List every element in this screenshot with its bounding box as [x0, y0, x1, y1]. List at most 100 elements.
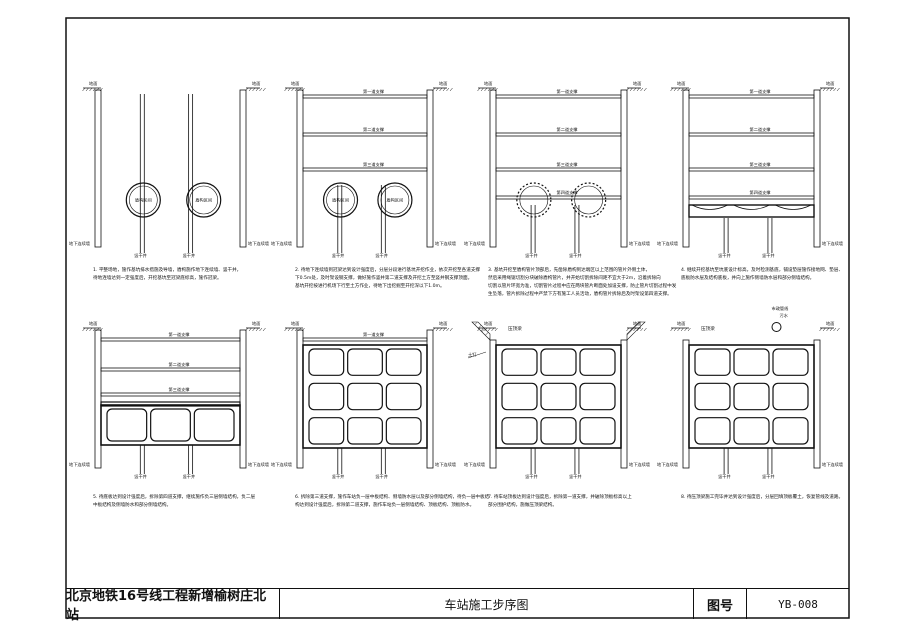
ground-hatch [833, 87, 837, 92]
step-2-line: 2. 待地下连续墙到冠梁达到设计强度后，分层分段进行基坑开挖作业，依次开挖至各道… [295, 266, 480, 273]
ground-hatch [633, 87, 637, 92]
ground-hatch [677, 327, 681, 332]
drawing-number: YB-008 [778, 597, 818, 611]
shield-tunnel [186, 182, 222, 218]
ground-hatch [494, 327, 498, 332]
diaphragm-wall-right [426, 89, 434, 248]
wall-label-right: 地下连续墙 [629, 461, 650, 468]
shaft-label: 竖干井 [183, 252, 196, 259]
shaft-label: 竖干井 [525, 473, 538, 480]
shaft-label: 竖干井 [718, 252, 731, 259]
ground-hatch [255, 87, 259, 92]
ground-label: 地面 [484, 80, 492, 87]
structure-cell [106, 408, 148, 442]
shield-tunnel [516, 182, 552, 218]
ground-hatch [491, 327, 495, 332]
ground-label: 地面 [439, 80, 447, 87]
structure-cell [347, 382, 383, 411]
strut-2 [100, 367, 241, 372]
structure-cell [694, 417, 731, 445]
municipal-pipe [771, 322, 782, 332]
step-5-line: 中板结构及侧墙防水和部分侧墙结构。 [93, 501, 171, 508]
ground-label: 地面 [291, 80, 299, 87]
wall-label-right: 地下连续墙 [435, 240, 456, 247]
diaphragm-wall-left [94, 89, 102, 248]
crown-beam-label: 压顶梁 [701, 325, 715, 332]
soil-slope-left [471, 321, 491, 341]
wall-label-left: 地下连续墙 [271, 461, 292, 468]
step-5-diagram: 地面地面地下连续墙地下连续墙第一道支撑第二道支撑第三道支撑竖干井竖干井5. 待底… [69, 320, 269, 508]
step-5-line: 5. 待底板达到设计强度后，拆除第四道支撑，继续施作负三层侧墙结构，负二层 [93, 493, 255, 500]
wall-label-left: 地下连续墙 [657, 240, 678, 247]
diaphragm-wall-right [239, 329, 247, 469]
strut-4 [688, 195, 815, 200]
diaphragm-wall-left [94, 329, 102, 469]
structure-cell [347, 417, 383, 445]
shaft-label: 竖干井 [332, 252, 345, 259]
ground-hatch [626, 327, 630, 332]
ground-label: 地面 [89, 320, 97, 327]
strut-1 [688, 94, 815, 99]
structure-cell [193, 408, 235, 442]
ground-label: 地面 [89, 80, 97, 87]
shaft-label: 竖干井 [718, 473, 731, 480]
structure-cell [385, 417, 422, 445]
diaphragm-wall-right [620, 339, 628, 469]
strut-label-2: 第二道支撑 [557, 126, 579, 133]
ground-hatch [449, 87, 453, 92]
shaft-label: 竖干井 [569, 473, 582, 480]
ground-hatch [291, 87, 295, 92]
tunnel-label: 盾构区间 [135, 197, 152, 204]
ground-hatch [629, 87, 633, 92]
tunnel-label: 盾构区间 [387, 197, 404, 204]
ground-label: 地面 [252, 320, 260, 327]
structure-cell [694, 348, 731, 376]
structure-cell [733, 417, 770, 445]
ground-hatch [636, 327, 640, 332]
ground-hatch [92, 87, 96, 92]
step-3-line: 生坠落，管片拆除过程中严禁下方有施工人员活动，盾构管片拆除后及时架设第四道支撑。 [488, 290, 672, 297]
wall-label-right: 地下连续墙 [248, 461, 269, 468]
slab [100, 401, 241, 407]
ground-hatch [687, 327, 691, 332]
structure-cell [579, 417, 616, 445]
structure-cell [308, 382, 345, 411]
ground-hatch [487, 327, 491, 332]
strut-label-3: 第三道支撑 [363, 161, 385, 168]
ground-hatch [491, 87, 495, 92]
step-1-line: 待地连墙达到一定强度后，开挖基坑至冠梁底标高，施作冠梁。 [93, 274, 222, 281]
ground-hatch [284, 327, 288, 332]
drawing-title: 车站施工步序图 [280, 589, 694, 619]
wall-label-right: 地下连续墙 [822, 240, 843, 247]
wall-label-left: 地下连续墙 [69, 240, 90, 247]
structure-cell [579, 382, 616, 411]
diaphragm-wall-left [682, 339, 690, 469]
ground-label: 地面 [633, 80, 641, 87]
ground-hatch [677, 87, 681, 92]
ground-hatch [829, 327, 833, 332]
ground-hatch [684, 327, 688, 332]
step-3-diagram: 地面地面地下连续墙地下连续墙第一道支撑第二道支撑第三道支撑第四道支撑竖干井竖干井… [464, 80, 677, 297]
diaphragm-wall-left [296, 329, 304, 469]
structure-cell [385, 348, 422, 376]
ground-hatch [294, 87, 298, 92]
shield-tunnel [377, 182, 413, 218]
strut-1 [100, 337, 241, 342]
wall-label-left: 地下连续墙 [464, 240, 485, 247]
structure-cell [733, 382, 770, 411]
wall-label-right: 地下连续墙 [822, 461, 843, 468]
shaft-label: 竖干井 [525, 252, 538, 259]
ground-label: 地面 [677, 80, 685, 87]
project-name: 北京地铁16号线工程新增榆树庄北站 [66, 589, 280, 623]
strut-2 [495, 132, 622, 137]
strut-label-2: 第二道支撑 [169, 361, 191, 368]
wall-label-left: 地下连续墙 [69, 461, 90, 468]
strut-3 [302, 167, 428, 172]
ground-hatch [833, 327, 837, 332]
ground-hatch [480, 87, 484, 92]
slab-arch [775, 204, 812, 210]
ground-hatch [684, 87, 688, 92]
structure-cell [308, 348, 345, 376]
ground-hatch [99, 87, 103, 92]
